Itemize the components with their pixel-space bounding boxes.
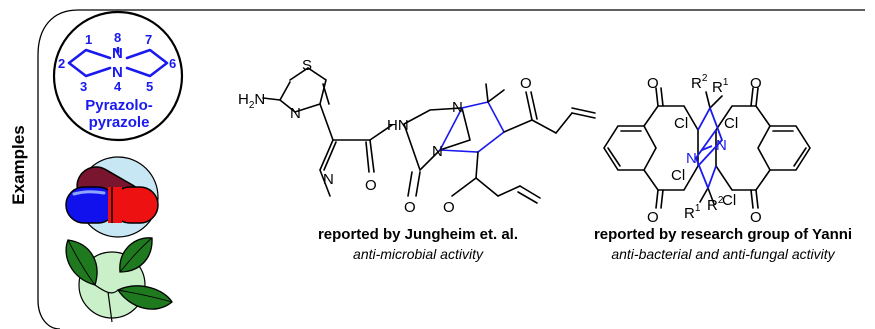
capsule-icon [65, 156, 159, 238]
label-o-ketone2: O [443, 199, 455, 216]
atom-number: 1 [85, 32, 92, 47]
label-n-upper: N [452, 99, 463, 116]
atom-number: 5 [146, 79, 153, 94]
atom-number: 6 [169, 56, 176, 71]
side-label: Examples [4, 120, 34, 210]
atom-number: 4 [114, 79, 122, 94]
label-n2: N [686, 150, 697, 167]
caption-left-title: reported by Jungheim et. al. [317, 226, 519, 243]
label-r1-bottom: R1 [684, 203, 701, 222]
label-n: N [290, 105, 301, 122]
pyrazolopyrazole-core: N N 1 2 3 4 5 6 7 8 Pyrazolo- pyrazole [52, 10, 184, 142]
label-o-amide: O [365, 177, 377, 194]
caption-right: reported by research group of Yanni anti… [577, 226, 869, 262]
label-o3: O [750, 75, 762, 92]
label-cl4: Cl [722, 192, 736, 209]
label-n-lower: N [432, 143, 443, 160]
label-n-oxime: N [323, 171, 334, 188]
label-n1: N [716, 137, 727, 154]
label-o-lactam: O [404, 199, 416, 216]
label-r2-top: R2 [691, 73, 708, 92]
label-cl2: Cl [724, 115, 738, 132]
core-n4: N [112, 64, 123, 81]
atom-number: 2 [58, 56, 65, 71]
label-cl3: Cl [671, 167, 685, 184]
label-r1-top: R1 [712, 77, 729, 96]
leaves-icon [65, 237, 173, 323]
atom-number: 3 [80, 79, 87, 94]
side-label-text: Examples [9, 125, 28, 205]
atom-number: 7 [145, 32, 152, 47]
label-hn: HN [387, 117, 409, 134]
caption-right-subtitle: anti-bacterial and anti-fungal activity [611, 246, 835, 262]
label-r2-bottom: R2 [707, 195, 724, 214]
label-s: S [302, 57, 312, 74]
atom-number: 8 [114, 30, 121, 45]
label-o-ketone: O [520, 75, 532, 92]
caption-left-subtitle: anti-microbial activity [353, 246, 483, 262]
molecule-right: O O O O Cl Cl Cl Cl N N R1 R2 R1 R2 [603, 73, 811, 226]
label-o4: O [750, 209, 762, 226]
core-title-line2: pyrazole [89, 114, 150, 131]
label-o2: O [647, 209, 659, 226]
caption-right-title: reported by research group of Yanni [593, 226, 853, 243]
label-h2n: H2N [238, 91, 265, 111]
frame-bracket [37, 9, 865, 329]
label-cl1: Cl [674, 115, 688, 132]
caption-left: reported by Jungheim et. al. anti-microb… [268, 226, 568, 262]
core-n8: N [112, 45, 123, 62]
core-title-line1: Pyrazolo- [85, 97, 153, 114]
molecule-left: H2N S N HN N N O O O N O [238, 57, 596, 216]
label-o1: O [647, 75, 659, 92]
